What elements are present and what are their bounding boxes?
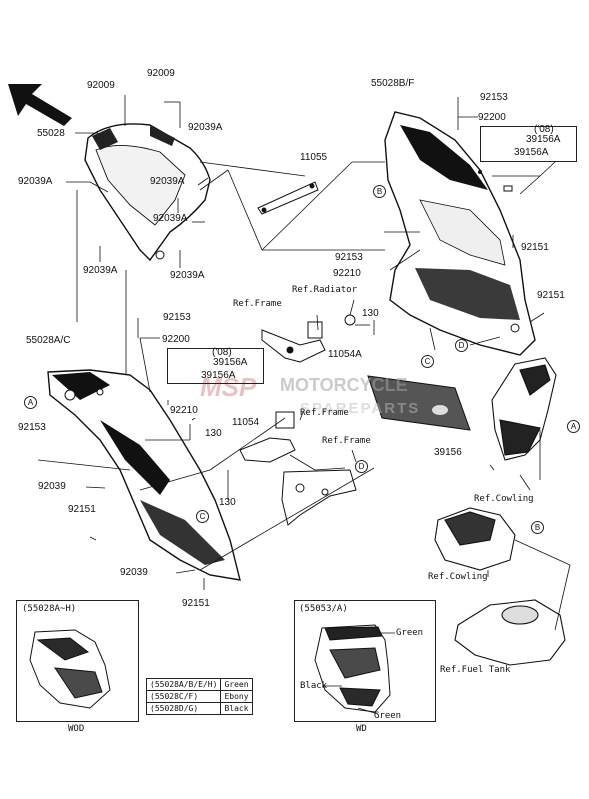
part-label: 92153 [18,422,46,433]
part-label: 55028 [37,128,65,139]
table-cell-color: Green [220,678,253,691]
table-row: (55028D/G) Black [145,702,253,715]
part-label: 130 [205,428,222,439]
inset-left-footer: WOD [68,724,85,734]
watermark-line2: SPAREPARTS [300,400,421,417]
callout-b: B [373,185,386,198]
table-cell-code: (55028A/B/E/H) [145,678,222,691]
table-cell-color: Ebony [220,690,253,703]
part-label: 92039A [18,176,53,187]
reference-label: Ref.Frame [322,436,371,446]
part-label: 92200 [478,112,506,123]
color-table: (55028A/B/E/H) Green (55028C/F) Ebony (5… [145,678,253,715]
part-label: 11055 [300,152,328,163]
part-label: 130 [219,497,236,508]
year-label: ('08) [212,347,232,358]
inset-right-black: Black [300,681,328,691]
part-label: 39156A [514,147,549,158]
part-label: 92009 [147,68,175,79]
reference-label: Ref.Frame [300,408,349,418]
callout-c: C [196,510,209,523]
table-cell-code: (55028C/F) [145,690,222,703]
year-variant-box [480,126,577,162]
table-row: (55028C/F) Ebony [145,690,253,703]
part-label: 39156A [526,134,561,145]
inset-right-footer: WD [356,724,367,734]
year-label: ('08) [534,124,554,135]
table-row: (55028A/B/E/H) Green [145,678,253,691]
callout-a: A [567,420,580,433]
watermark-logo: MSP [200,372,257,402]
part-label: 39156 [434,447,462,458]
part-label: 92039 [38,481,66,492]
callout-c: C [421,355,434,368]
reference-label: Ref.Frame [233,299,282,309]
part-label: 92153 [480,92,508,103]
inset-right-green-bottom: Green [374,711,402,721]
table-cell-color: Black [220,702,253,715]
callout-a: A [24,396,37,409]
inset-left-box [16,600,139,722]
callout-b: B [531,521,544,534]
table-cell-code: (55028D/G) [145,702,222,715]
part-label: 92200 [162,334,190,345]
callout-d: D [455,339,468,352]
inset-left-title: (55028A~H) [22,604,77,614]
part-label: 92039A [170,270,205,281]
part-label: 92039A [150,176,185,187]
part-label: 92151 [182,598,210,609]
part-label: 39156A [201,370,236,381]
part-label: 55028A/C [26,335,71,346]
part-label: 92153 [163,312,191,323]
part-label: 39156A [213,357,248,368]
part-label: 92039A [188,122,223,133]
part-label: 92151 [521,242,549,253]
reference-label: Ref.Radiator [292,285,358,295]
front-direction-arrow-icon [8,84,72,126]
part-label: 92151 [68,504,96,515]
callout-d: D [355,460,368,473]
part-label: 92009 [87,80,115,91]
part-label: 11054 [232,417,260,428]
inset-right-green-top: Green [396,628,424,638]
part-label: 130 [362,308,379,319]
part-label: 92039A [153,213,188,224]
year-variant-box [167,348,264,384]
part-label: 92210 [170,405,198,416]
watermark-line1: MOTORCYCLE [280,375,408,395]
part-label: 92039 [120,567,148,578]
reference-label: Ref.Cowling [474,494,534,504]
reference-label: Ref.Fuel Tank [440,665,511,675]
part-label: 92153 [335,252,363,263]
reference-label: Ref.Cowling [428,572,488,582]
part-label: 92151 [537,290,565,301]
part-label: 55028B/F [371,78,415,89]
part-label: 92039A [83,265,118,276]
part-label: 11054A [328,349,362,360]
part-label: 92210 [333,268,361,279]
inset-right-title: (55053/A) [299,604,348,614]
inset-right-box [294,600,436,722]
